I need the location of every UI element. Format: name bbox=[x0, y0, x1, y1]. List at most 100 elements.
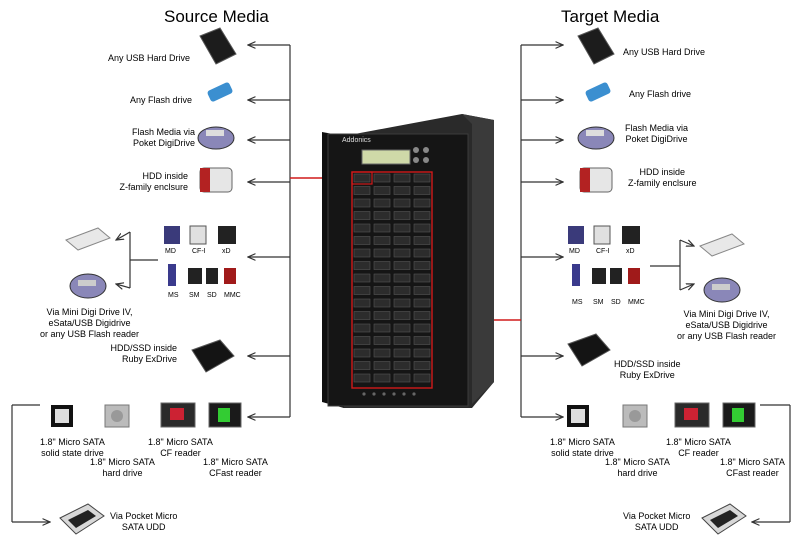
drive-bay bbox=[413, 186, 431, 195]
drive-bay bbox=[393, 248, 411, 258]
drive-bay bbox=[373, 373, 391, 383]
drive-bay bbox=[413, 373, 431, 383]
target-media-title: Target Media bbox=[561, 7, 660, 26]
drive-bay bbox=[373, 298, 391, 308]
drive-bay bbox=[413, 173, 431, 183]
drive-bay bbox=[413, 311, 431, 320]
target-ruby-exdrive-image bbox=[566, 332, 612, 368]
drive-bay bbox=[353, 261, 371, 270]
drive-bay bbox=[413, 198, 431, 208]
drive-bay bbox=[373, 261, 391, 270]
micro-sata-ssd-image bbox=[50, 404, 74, 428]
drive-bay bbox=[373, 273, 391, 283]
target-card-cfi-label: CF-I bbox=[596, 248, 610, 255]
drive-bay bbox=[373, 323, 391, 333]
source-media-title: Source Media bbox=[164, 7, 269, 26]
drive-bay bbox=[373, 198, 391, 208]
target-card-readers-label: Via Mini Digi Drive IV,eSata/USB Digidri… bbox=[677, 309, 777, 341]
drive-bay bbox=[353, 211, 371, 220]
card-xd-label: xD bbox=[222, 248, 231, 255]
card-ms-label: MS bbox=[168, 292, 179, 299]
target-memory-cards-group bbox=[564, 224, 650, 304]
drive-bay bbox=[413, 273, 431, 283]
mini-digidrive-image bbox=[64, 226, 112, 252]
drive-bay bbox=[353, 223, 371, 233]
drive-bay bbox=[373, 311, 391, 320]
target-digidrive-image bbox=[576, 120, 616, 152]
drive-bay bbox=[413, 336, 431, 345]
card-mmc-label: MMC bbox=[224, 292, 241, 299]
drive-bay bbox=[353, 323, 371, 333]
drive-bay bbox=[373, 248, 391, 258]
target-card-sm-label: SM bbox=[593, 299, 604, 306]
target-micro-sata-ssd-image bbox=[566, 404, 590, 428]
target-esata-digidrive-image bbox=[700, 272, 744, 306]
drive-bay bbox=[393, 336, 411, 345]
ruby-exdrive-image bbox=[190, 338, 236, 374]
drive-bay bbox=[413, 236, 431, 245]
drive-bay bbox=[353, 336, 371, 345]
drive-bay bbox=[373, 336, 391, 345]
drive-bay bbox=[393, 348, 411, 358]
card-md-label: MD bbox=[165, 248, 176, 255]
drive-bay bbox=[353, 361, 371, 370]
zfamily-enclosure-image bbox=[196, 162, 236, 198]
drive-bay bbox=[373, 173, 391, 183]
card-cfi-label: CF-I bbox=[192, 248, 206, 255]
drive-bay bbox=[353, 236, 371, 245]
brand-logo: Addonics bbox=[342, 137, 371, 144]
drive-bay bbox=[373, 361, 391, 370]
drive-bay bbox=[353, 348, 371, 358]
target-flash-drive-label: Any Flash drive bbox=[629, 89, 692, 99]
drive-bay bbox=[373, 223, 391, 233]
target-mini-digidrive-image bbox=[698, 232, 746, 258]
usb-hard-drive-image bbox=[196, 26, 238, 68]
drive-bay bbox=[353, 286, 371, 295]
target-card-mmc-label: MMC bbox=[628, 299, 645, 306]
target-card-ms-label: MS bbox=[572, 299, 583, 306]
drive-bay bbox=[353, 248, 371, 258]
drive-bay bbox=[393, 198, 411, 208]
drive-bay bbox=[393, 261, 411, 270]
drive-bay bbox=[413, 361, 431, 370]
drive-bay bbox=[393, 211, 411, 220]
drive-bay bbox=[413, 261, 431, 270]
drive-bay bbox=[393, 323, 411, 333]
drive-bay bbox=[373, 186, 391, 195]
usb-hard-drive-label: Any USB Hard Drive bbox=[107, 53, 190, 63]
drive-bay bbox=[393, 223, 411, 233]
target-card-sd-label: SD bbox=[611, 299, 621, 306]
drive-bay bbox=[393, 311, 411, 320]
drive-bay bbox=[373, 236, 391, 245]
card-readers-label: Via Mini Digi Drive IV,eSata/USB Digidri… bbox=[40, 307, 140, 339]
target-pocket-micro-sata-image bbox=[700, 500, 748, 538]
drive-bay bbox=[413, 248, 431, 258]
drive-bay bbox=[413, 211, 431, 220]
drive-bay bbox=[353, 273, 371, 283]
drive-bay bbox=[373, 348, 391, 358]
micro-sata-hdd-image bbox=[104, 404, 130, 428]
target-micro-sata-cf-reader-image bbox=[674, 402, 710, 428]
drive-bay bbox=[393, 173, 411, 183]
drive-bay bbox=[353, 311, 371, 320]
drive-bay bbox=[413, 298, 431, 308]
target-micro-sata-cfast-reader-image bbox=[722, 402, 756, 428]
drive-bay bbox=[353, 373, 371, 383]
drive-bay bbox=[393, 273, 411, 283]
drive-bay bbox=[413, 223, 431, 233]
drive-bay bbox=[353, 186, 371, 195]
